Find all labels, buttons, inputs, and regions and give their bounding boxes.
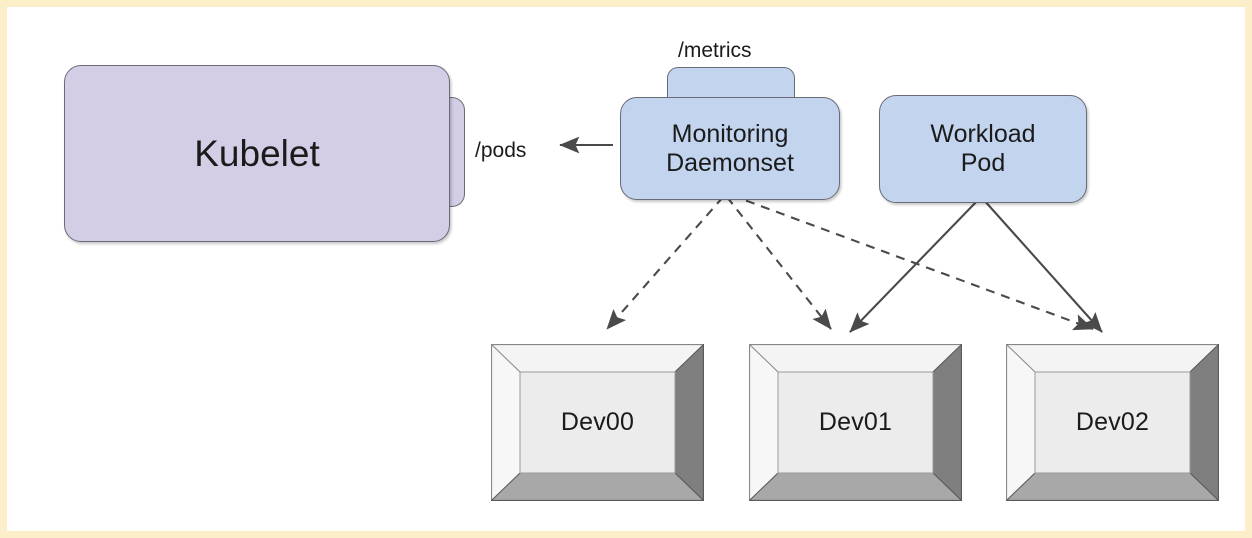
monitoring-daemonset-label-line2: Daemonset — [666, 148, 794, 177]
dev02-label: Dev02 — [1075, 408, 1150, 436]
diagram-canvas: Kubelet /pods /metrics Monitoring Daemon… — [7, 7, 1245, 531]
kubelet-node[interactable]: Kubelet — [64, 65, 450, 242]
edge-workloadpod-to-dev01 — [849, 198, 980, 333]
dev00-label: Dev00 — [560, 408, 635, 436]
kubelet-pods-label: /pods — [475, 139, 527, 162]
edge-daemonset-to-dev01 — [726, 196, 832, 330]
edge-daemonset-to-dev02 — [730, 194, 1094, 331]
device-dev01[interactable]: Dev01 — [749, 344, 962, 501]
dev01-bevel-shape — [749, 344, 962, 501]
edge-workloadpod-to-dev02 — [982, 198, 1103, 333]
edge-daemonset-to-dev00 — [606, 196, 724, 330]
workload-pod-label-line1: Workload — [930, 120, 1036, 148]
workload-pod-label-line2: Pod — [960, 149, 1006, 177]
dev01-label: Dev01 — [818, 408, 893, 436]
metrics-endpoint-label: /metrics — [678, 39, 752, 62]
dev00-bevel-shape — [491, 344, 704, 501]
monitoring-daemonset-node[interactable]: Monitoring Daemonset — [620, 97, 840, 200]
dev02-bevel-shape — [1006, 344, 1219, 501]
device-dev02[interactable]: Dev02 — [1006, 344, 1219, 501]
device-dev00[interactable]: Dev00 — [491, 344, 704, 501]
kubelet-label: Kubelet — [194, 132, 320, 174]
monitoring-daemonset-label-line1: Monitoring — [671, 119, 789, 148]
workload-pod-node[interactable]: Workload Pod — [879, 95, 1087, 203]
